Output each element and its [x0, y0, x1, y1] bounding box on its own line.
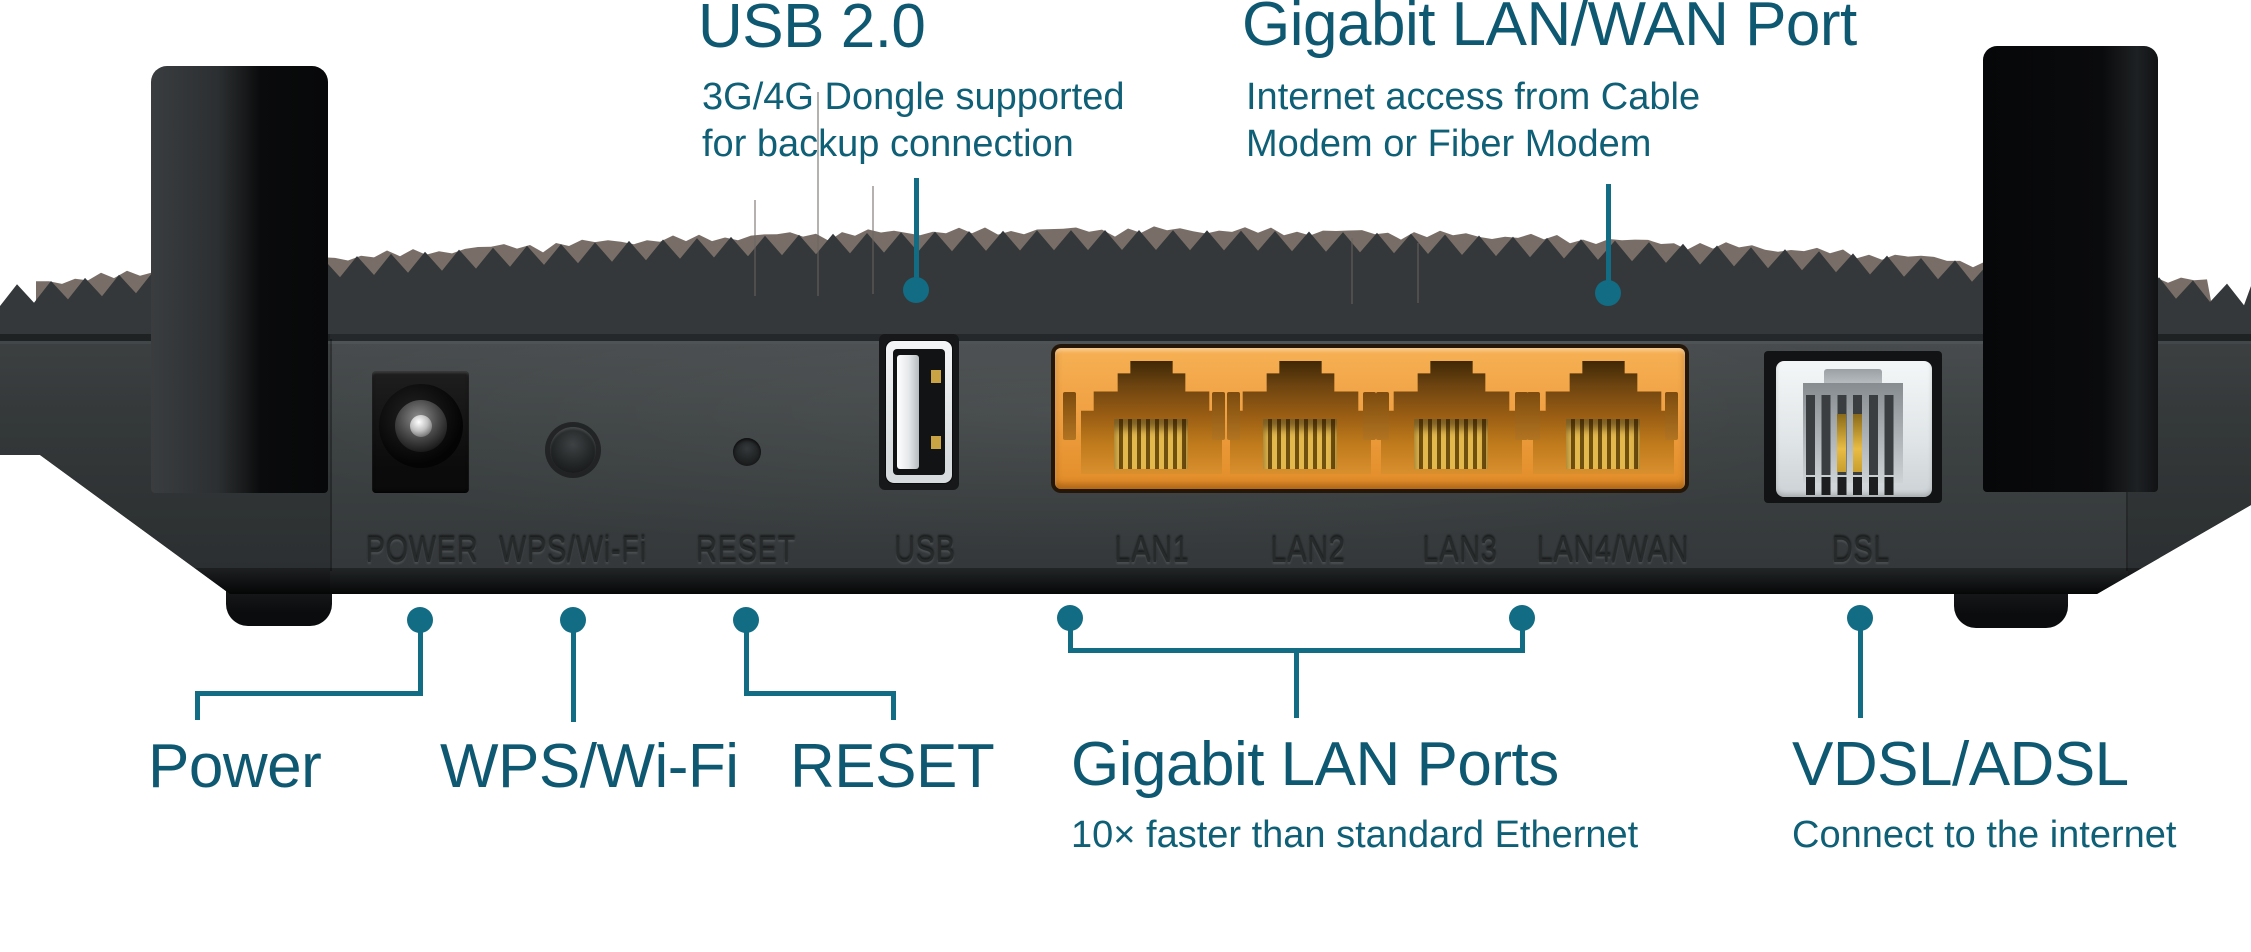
lan-port-pins — [1566, 419, 1640, 469]
panel-seam-left — [330, 339, 332, 571]
vdsl-annotation-title: VDSL/ADSL — [1792, 730, 2129, 799]
lan-port-block — [1055, 348, 1685, 489]
lan-latch-slot — [1227, 392, 1240, 440]
panel-top-bevel — [0, 341, 2251, 344]
lan-annotation-title: Gigabit LAN Ports — [1071, 730, 1559, 799]
usb-annotation-title: USB 2.0 — [698, 0, 926, 61]
wps-wifi-button — [550, 427, 596, 473]
lan-latch-slot — [1515, 392, 1528, 440]
lanwan-callout-line — [1606, 184, 1611, 285]
lan-latch-slot — [1212, 392, 1225, 440]
ridge-teeth — [0, 230, 2251, 334]
lan-port-cutout-4 — [1533, 361, 1674, 474]
lan-port-pins — [1263, 419, 1337, 469]
power-callout-stub — [195, 694, 200, 720]
usb-contact — [931, 370, 941, 383]
lan-callout-stem — [1294, 651, 1299, 718]
photo-hairline — [817, 92, 819, 296]
lan-latch-slot — [1063, 392, 1076, 440]
reset-callout-elbow — [744, 691, 896, 696]
panel-label-usb: USB — [894, 529, 956, 570]
lan-latch-slot — [1665, 392, 1678, 440]
usb-contact — [931, 436, 941, 449]
reset-callout-stub — [891, 694, 896, 720]
photo-hairline — [1417, 243, 1419, 303]
lan-latch-slot — [1376, 392, 1389, 440]
lan-port-pins — [1114, 419, 1188, 469]
usb-port-tongue — [897, 355, 919, 469]
power-callout-elbow — [195, 691, 423, 696]
dsl-gold-pin — [1853, 414, 1862, 472]
panel-lower-strip — [0, 568, 2251, 594]
usb-annotation-desc: 3G/4G Dongle supported for backup connec… — [702, 74, 1125, 168]
lanwan-annotation-desc-line2: Modem or Fiber Modem — [1246, 123, 1652, 165]
lanwan-annotation-desc-line1: Internet access from Cable — [1246, 76, 1701, 118]
usb-callout-line — [914, 178, 919, 281]
reset-hole — [733, 438, 761, 466]
left-antenna — [151, 66, 328, 493]
panel-label-wps: WPS/Wi-Fi — [499, 529, 647, 570]
photo-hairline — [1351, 238, 1353, 304]
usb-callout-dot — [903, 277, 929, 303]
lan-latch-slot — [1363, 392, 1376, 440]
ridge-fuzz — [36, 226, 2212, 307]
usb-annotation-desc-line1: 3G/4G Dongle supported — [702, 76, 1125, 118]
lan-annotation-desc: 10× faster than standard Ethernet — [1071, 814, 1639, 856]
lan-callout-bracket — [1068, 648, 1525, 653]
panel-label-lan2: LAN2 — [1270, 529, 1346, 570]
panel-label-reset: RESET — [695, 529, 797, 570]
top-cover-seam — [0, 332, 2251, 341]
dsl-port-notches — [1806, 477, 1900, 495]
wps-annotation-label: WPS/Wi-Fi — [440, 732, 739, 801]
right-antenna — [1983, 46, 2158, 492]
lan-latch-slot — [1527, 392, 1540, 440]
wps-callout-line — [571, 628, 576, 722]
lan-port-cutout-1 — [1081, 361, 1222, 474]
power-jack-pin — [410, 415, 432, 437]
lan-port-pins — [1414, 419, 1488, 469]
power-annotation-label: Power — [148, 732, 322, 801]
power-callout-line — [418, 628, 423, 693]
usb-annotation-desc-line2: for backup connection — [702, 123, 1074, 165]
panel-label-lan1: LAN1 — [1114, 529, 1190, 570]
lanwan-annotation-desc: Internet access from Cable Modem or Fibe… — [1246, 74, 1700, 168]
panel-label-dsl: DSL — [1831, 529, 1891, 570]
dsl-gold-pin — [1837, 414, 1846, 472]
panel-label-power: POWER — [365, 529, 479, 570]
lan-port-cutout-3 — [1381, 361, 1522, 474]
lan-callout-stub-right — [1520, 626, 1525, 650]
vdsl-callout-line — [1858, 626, 1863, 718]
lan-port-cutout-2 — [1230, 361, 1371, 474]
panel-label-lan3: LAN3 — [1422, 529, 1498, 570]
lanwan-annotation-title: Gigabit LAN/WAN Port — [1242, 0, 1857, 59]
reset-callout-line — [744, 628, 749, 693]
panel-label-lan4wan: LAN4/WAN — [1536, 529, 1690, 570]
lanwan-callout-dot — [1595, 280, 1621, 306]
reset-annotation-label: RESET — [790, 732, 995, 801]
lan-callout-stub-left — [1068, 626, 1073, 650]
photo-hairline — [872, 186, 874, 294]
vdsl-annotation-desc: Connect to the internet — [1792, 814, 2177, 856]
photo-hairline — [754, 200, 756, 296]
